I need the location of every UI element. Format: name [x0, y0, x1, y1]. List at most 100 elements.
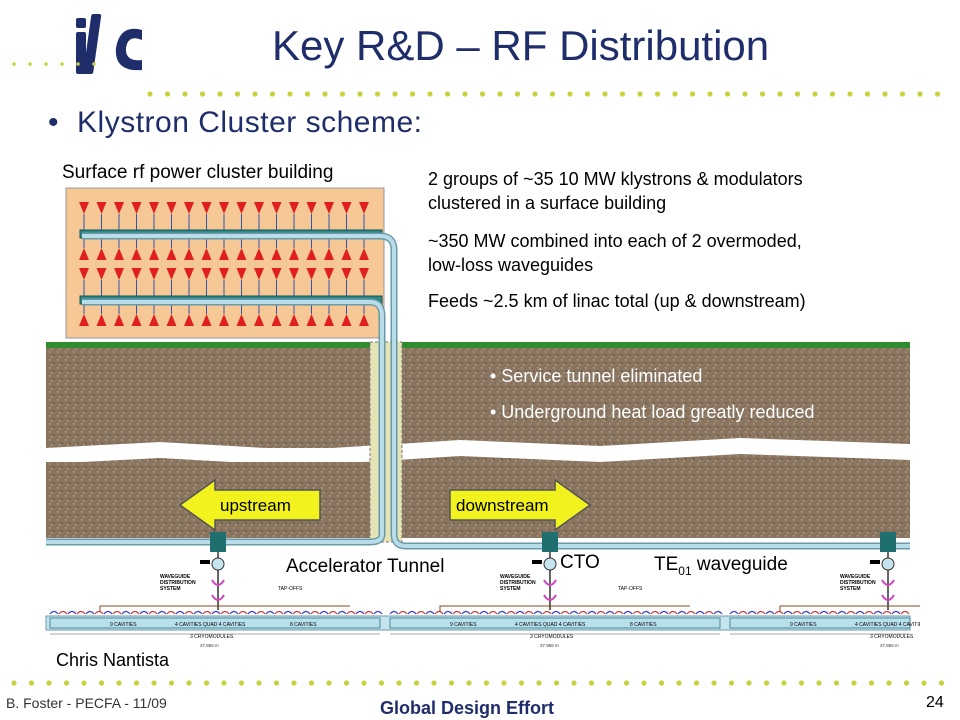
klystron-icon [79, 268, 89, 280]
rf-feed-loop [774, 610, 784, 615]
rf-feed-loop [828, 610, 838, 615]
rf-feed-loop [85, 610, 95, 615]
rf-feed-loop [747, 610, 757, 615]
decor-dot [343, 680, 350, 686]
tapoffs-label: TAP-OFFS [278, 586, 303, 592]
klystron-icon [306, 248, 317, 260]
cavity-label: 9 CAVITIES [450, 622, 477, 628]
cryomodule-label: 3 CRYOMODULES [530, 634, 574, 640]
klystron-icon [166, 202, 177, 214]
footer-author: B. Foster - PECFA - 11/09 [6, 695, 167, 711]
rf-feed-loop [900, 610, 910, 615]
decor-dot [92, 62, 96, 66]
klystron-icon [289, 248, 299, 260]
decor-dot [497, 91, 503, 97]
decor-dot [812, 91, 818, 97]
decor-dot [602, 91, 608, 97]
decor-dot [868, 680, 875, 686]
klystron-icon [254, 202, 264, 214]
cto-label: CTO [560, 552, 600, 573]
cto-box-icon [542, 532, 558, 552]
wds-label: DISTRIBUTION [840, 580, 876, 586]
rf-feed-loop [810, 610, 820, 615]
klystron-icon [149, 268, 159, 280]
klystron-icon [236, 248, 247, 260]
decor-dot [606, 680, 612, 686]
klystron-icon [166, 268, 177, 280]
decor-dot [833, 680, 840, 686]
rf-feed-loop [121, 610, 131, 615]
klystron-icon [341, 202, 352, 214]
decor-dot [466, 680, 472, 686]
rf-feed-loop [103, 610, 113, 615]
rf-feed-loop [247, 610, 257, 615]
klystron-icon [219, 314, 229, 326]
klystron-icon [359, 268, 369, 280]
cavity-label: 8 CAVITIES [290, 622, 317, 628]
cto-box-icon [210, 532, 226, 552]
klystron-icon [149, 314, 159, 326]
decor-dot [637, 91, 643, 97]
rf-feed-loop [488, 610, 498, 615]
rf-feed-loop [686, 610, 696, 615]
klystron-icon [166, 248, 177, 260]
note-line-5: Feeds ~2.5 km of linac total (up & downs… [428, 291, 806, 311]
decor-dot [339, 91, 346, 97]
klystron-cluster-diagram: Surface rf power cluster building 2 grou… [45, 162, 920, 670]
rf-feed-loop [139, 610, 149, 615]
wds-label: SYSTEM [500, 586, 521, 592]
rf-feed-loop [425, 610, 435, 615]
decorative-dots-bottom [11, 680, 945, 686]
decor-dot [287, 91, 293, 97]
decor-dot [724, 91, 731, 97]
decor-dot [886, 680, 892, 686]
rf-feed-loop [337, 610, 347, 615]
klystron-icon [271, 314, 282, 326]
cryomodule-label: 3 CRYOMODULES [870, 634, 914, 640]
klystron-icon [201, 248, 212, 260]
rf-feed-loop [364, 610, 374, 615]
rf-feed-loop [578, 610, 588, 615]
rf-feed-loop [846, 610, 856, 615]
length-label: 37.956 m [200, 643, 219, 648]
downstream-label: downstream [456, 496, 549, 515]
decor-dot [917, 91, 923, 97]
decor-dot [164, 91, 171, 97]
decor-dot [798, 680, 805, 686]
note-line-4: low-loss waveguides [428, 255, 593, 275]
credit-label: Chris Nantista [56, 650, 170, 670]
klystron-icon [131, 314, 142, 326]
decor-dot [693, 680, 700, 686]
klystron-icon [96, 202, 107, 214]
decor-dot [378, 680, 385, 686]
decor-dot [44, 62, 48, 66]
rf-feed-loop [695, 610, 705, 615]
cryomodule-label: 3 CRYOMODULES [190, 634, 234, 640]
klystron-icon [184, 268, 194, 280]
decor-dot [396, 680, 402, 686]
klystron-icon [219, 248, 229, 260]
rf-feed-loop [265, 610, 275, 615]
decor-dot [326, 680, 332, 686]
klystron-icon [359, 202, 369, 214]
klystron-icon [359, 248, 369, 260]
rf-feed-loop [407, 610, 417, 615]
cto-arm [200, 560, 210, 564]
decor-dot [238, 680, 245, 686]
wds-label: SYSTEM [160, 586, 181, 592]
rf-feed-loop [756, 610, 766, 615]
ground-note-1: • Service tunnel eliminated [490, 366, 702, 386]
building-label: Surface rf power cluster building [62, 162, 333, 183]
rf-feed-loop [94, 610, 104, 615]
grass-line [46, 342, 910, 348]
cto-units [200, 532, 896, 610]
decor-dot [147, 91, 153, 97]
decor-dot [584, 91, 591, 97]
ground-upper [46, 348, 910, 448]
decor-dot [536, 680, 542, 686]
klystron-icon [184, 314, 194, 326]
tapoffs-label: TAP-OFFS [618, 586, 643, 592]
ground-crack [46, 438, 910, 466]
klystron-icon [219, 268, 229, 280]
decor-dot [308, 680, 315, 686]
